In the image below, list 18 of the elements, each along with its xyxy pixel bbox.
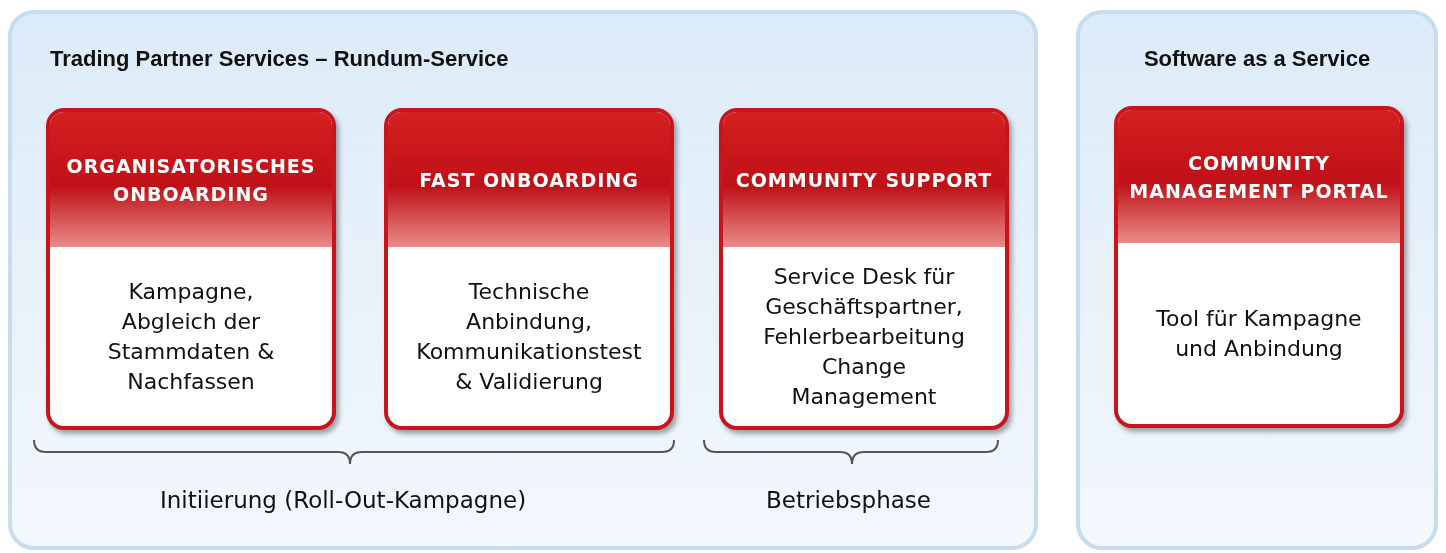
card-heading: COMMUNITY SUPPORT [734,167,994,193]
service-card [1114,106,1404,428]
phase-label: Betriebsphase [766,487,931,513]
card-description: Tool für Kampagne und Anbindung [1155,304,1363,363]
panel [1076,10,1438,550]
panel-title: Software as a Service [1142,46,1372,72]
card-heading: ORGANISATORISCHES ONBOARDING [65,153,317,207]
card-heading: COMMUNITY MANAGEMENT PORTAL [1128,150,1390,204]
phase-label: Initiierung (Roll-Out-Kampagne) [160,487,527,513]
service-card [384,108,674,430]
service-card [46,108,336,430]
panel-title: Trading Partner Services – Rundum-Service [50,46,509,72]
card-description: Service Desk für Geschäftspartner, Fehlerbearbeitung Change Management [762,262,966,411]
card-description: Technische Anbindung, Kommunikationstest & Validierung [415,277,643,396]
card-description: Kampagne, Abgleich der Stammdaten & Nachfassen [106,277,276,396]
panel [8,10,1038,550]
service-card [719,108,1009,430]
card-heading: FAST ONBOARDING [418,167,640,193]
